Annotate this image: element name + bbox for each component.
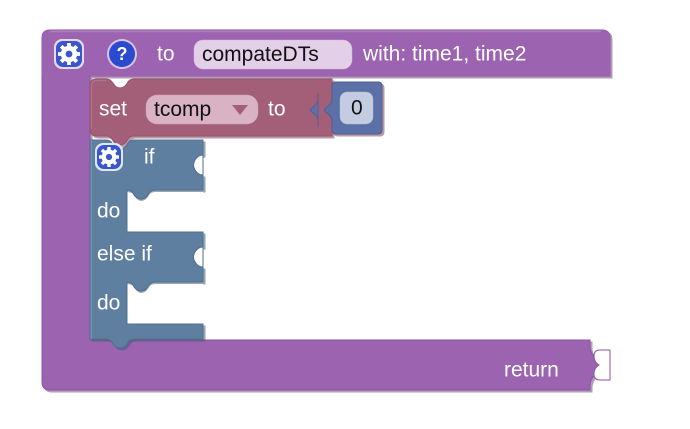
if-do-slot-1-outline: [126, 189, 203, 233]
set-value-socket[interactable]: [310, 93, 319, 127]
set-variable-block[interactable]: set tcomp to: [89, 78, 333, 146]
gear-icon: [99, 147, 119, 167]
if-row-label-do-1: do: [97, 200, 120, 223]
if-row-label-if: if: [144, 146, 155, 169]
return-label: return: [504, 359, 559, 382]
chevron-down-icon[interactable]: [232, 105, 248, 115]
procedure-definition-block[interactable]: ? to compateDTs with: time1, time2 retur…: [41, 29, 611, 391]
if-row-label-do-2: do: [97, 292, 120, 315]
procedure-name-field[interactable]: compateDTs: [202, 43, 319, 66]
if-do-slot-2[interactable]: [127, 282, 203, 324]
question-mark-icon-plate: [109, 41, 135, 67]
set-to-label: to: [268, 98, 286, 121]
math-number-block[interactable]: 0: [324, 81, 383, 135]
if-condition-socket[interactable]: [193, 154, 204, 176]
question-mark-icon-glyph: ?: [117, 44, 128, 64]
if-row-label-else-if: else if: [97, 243, 152, 266]
return-value-socket[interactable]: [593, 349, 611, 381]
procedure-params-label: with: time1, time2: [362, 43, 526, 66]
procedure-to-label: to: [157, 43, 175, 66]
number-value-field[interactable]: 0: [351, 97, 363, 120]
if-do-slot-2-outline: [126, 281, 203, 325]
set-block-highlight: [90, 79, 106, 129]
procedure-name-field-bg[interactable]: [193, 39, 353, 70]
if-mutator-gear-icon[interactable]: [95, 143, 123, 171]
if-do-slot-1[interactable]: [127, 190, 203, 232]
set-label: set: [99, 98, 127, 121]
controls-if-block[interactable]: if do else if do: [89, 139, 204, 349]
gear-icon: [58, 43, 80, 65]
procedure-mutator-gear-icon[interactable]: [54, 39, 84, 69]
elseif-condition-socket[interactable]: [193, 246, 204, 268]
variable-name-field[interactable]: tcomp: [154, 98, 211, 121]
variable-dropdown-field[interactable]: [145, 94, 259, 125]
if-block-body[interactable]: [89, 139, 204, 349]
number-field-bg[interactable]: [339, 91, 374, 125]
procedure-help-icon[interactable]: ?: [107, 39, 137, 69]
